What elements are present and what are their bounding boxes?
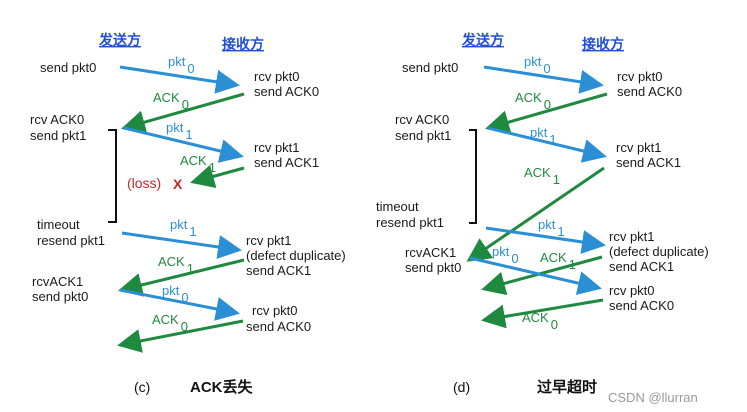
d-caption: 过早超时 <box>537 378 597 396</box>
d-pkt0b-arrow <box>469 256 602 295</box>
d-rcv-pkt1: rcv pkt1 <box>616 140 662 155</box>
d-send-pkt0: send pkt0 <box>402 60 458 75</box>
c-defect-dup: (defect duplicate) <box>246 248 346 263</box>
d-send-ack0-2: send ACK0 <box>609 298 674 313</box>
d-rcv-pkt0-2: rcv pkt0 <box>609 283 655 298</box>
d-rcv-ack0: rcv ACK0 <box>395 112 449 127</box>
d-ack0-arrow <box>485 92 608 134</box>
c-ack0b-arrow <box>117 319 244 353</box>
c-pkt0-arrow <box>119 65 240 94</box>
d-ack0b-arrow <box>481 298 604 329</box>
d-pkt0-arrow <box>483 65 604 94</box>
c-timeout: timeout <box>37 217 80 232</box>
c-pkt0b-arrow <box>119 288 240 321</box>
c-pkt1-arrow <box>123 126 244 163</box>
c-receiver-header: 接收方 <box>222 36 264 52</box>
d-pkt1-arrow <box>487 126 607 163</box>
c-rcv-pkt1-again: rcv pkt1 <box>246 233 292 248</box>
c-rcv-ack0: rcv ACK0 <box>30 112 84 127</box>
c-loss-mark: X <box>173 176 183 192</box>
c-ack0-arrow <box>121 92 245 134</box>
c-caption: ACK丢失 <box>190 378 253 396</box>
d-sender-header: 发送方 <box>461 32 504 48</box>
d-resend-pkt1: resend pkt1 <box>376 215 444 230</box>
c-send-ack1: send ACK1 <box>254 155 319 170</box>
d-rcv-pkt0: rcv pkt0 <box>617 69 663 84</box>
d-ack1b-arrow <box>481 255 603 296</box>
c-loss-label: (loss) <box>127 175 161 191</box>
d-caption-letter: (d) <box>453 379 470 395</box>
c-rcv-pkt0: rcv pkt0 <box>254 69 300 84</box>
c-send-ack1-again: send ACK1 <box>246 263 311 278</box>
watermark: CSDN @llurran <box>608 390 698 405</box>
d-receiver-header: 接收方 <box>582 36 624 52</box>
c-send-ack0: send ACK0 <box>254 84 319 99</box>
d-ack1-delayed-arrow <box>466 166 605 262</box>
c-send-pkt0: send pkt0 <box>40 60 96 75</box>
d-rcv-ack1: rcvACK1 <box>405 245 456 260</box>
d-defect-dup: (defect duplicate) <box>609 244 709 259</box>
c-rcv-pkt1: rcv pkt1 <box>254 140 300 155</box>
d-send-ack1: send ACK1 <box>616 155 681 170</box>
c-ack1-lost-arrow <box>190 164 245 189</box>
c-send-pkt0-2: send pkt0 <box>32 289 88 304</box>
d-timeout: timeout <box>376 199 419 214</box>
d-timer-bracket <box>469 129 477 224</box>
c-resend-pkt1: resend pkt1 <box>37 233 105 248</box>
d-rcv-pkt1-again: rcv pkt1 <box>609 229 655 244</box>
c-rcv-ack1: rcvACK1 <box>32 274 83 289</box>
d-send-pkt0-2: send pkt0 <box>405 260 461 275</box>
d-send-pkt1: send pkt1 <box>395 128 451 143</box>
c-repkt1-arrow <box>121 231 242 259</box>
d-repkt1-arrow <box>485 226 606 254</box>
c-sender-header: 发送方 <box>98 32 141 48</box>
d-send-ack1-again: send ACK1 <box>609 259 674 274</box>
c-send-pkt1: send pkt1 <box>30 128 86 143</box>
c-rcv-pkt0-2: rcv pkt0 <box>252 303 298 318</box>
c-ack1-arrow <box>118 258 245 297</box>
d-send-ack0: send ACK0 <box>617 84 682 99</box>
c-timer-bracket <box>108 129 117 223</box>
c-send-ack0-2: send ACK0 <box>246 319 311 334</box>
c-caption-letter: (c) <box>134 379 150 395</box>
